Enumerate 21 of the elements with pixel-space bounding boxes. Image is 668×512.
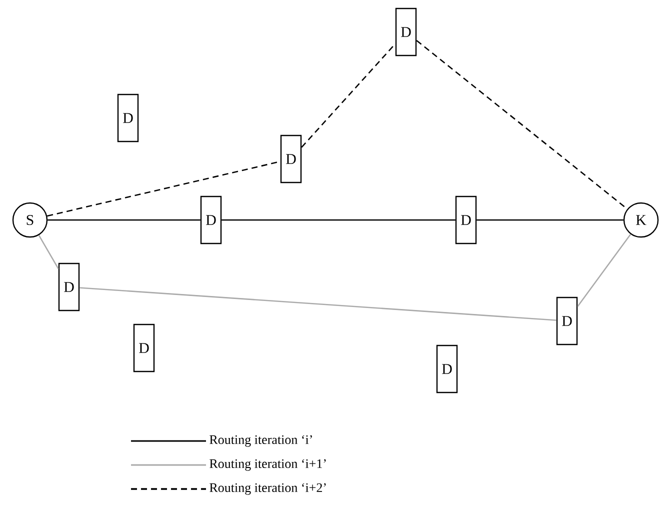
route-line	[38, 234, 59, 270]
route-line	[476, 219, 624, 221]
device-box: D	[395, 8, 417, 56]
device-box: D	[455, 196, 477, 244]
route-line	[301, 43, 396, 148]
device-box: D	[436, 344, 458, 394]
legend-text: Routing iteration ‘i+2’	[210, 483, 326, 495]
route-line	[222, 219, 456, 221]
circle-node: K	[623, 202, 659, 238]
device-box: D	[117, 94, 139, 142]
circle-node: S	[12, 202, 48, 238]
device-box: D	[280, 134, 302, 184]
legend-text: Routing iteration ‘i+1’	[210, 459, 326, 471]
device-box: D	[133, 324, 155, 372]
route-line	[80, 287, 556, 321]
device-box: D	[58, 262, 80, 312]
route-line	[48, 219, 200, 221]
route-line	[577, 234, 632, 307]
device-box: D	[556, 296, 578, 346]
legend-text: Routing iteration ‘i’	[210, 435, 312, 447]
device-box: D	[200, 196, 222, 244]
